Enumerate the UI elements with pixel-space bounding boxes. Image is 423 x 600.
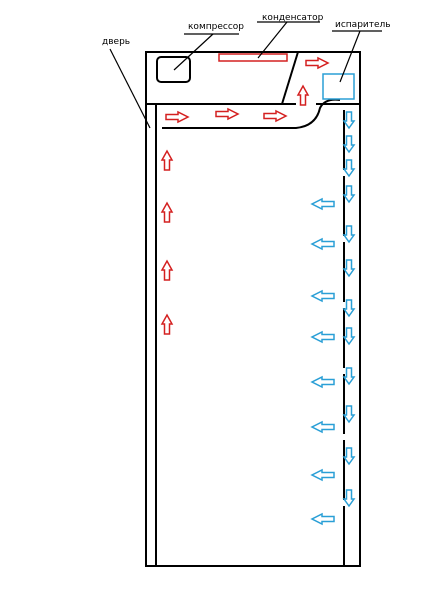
cold-air-down-arrow xyxy=(342,299,356,318)
cold-air-left-arrow xyxy=(310,197,335,211)
cold-air-down-arrow xyxy=(342,225,356,244)
cold-air-down-arrow xyxy=(342,111,356,130)
condenser-label: конденсатор xyxy=(262,13,324,23)
cold-air-left-arrow xyxy=(310,375,335,389)
warm-air-right-arrow xyxy=(165,110,190,124)
cold-air-left-arrow xyxy=(310,512,335,526)
cold-air-down-arrow xyxy=(342,367,356,386)
cold-air-left-arrow xyxy=(310,330,335,344)
cold-air-down-arrow xyxy=(342,135,356,154)
cold-air-left-arrow xyxy=(310,420,335,434)
warm-air-right-arrow xyxy=(215,107,240,121)
air-duct xyxy=(162,98,341,129)
door-label: дверь xyxy=(102,37,131,47)
cold-air-down-arrow xyxy=(342,185,356,204)
evaporator-box xyxy=(322,73,355,100)
warm-air-up-arrow xyxy=(296,84,310,106)
warm-air-up-arrow xyxy=(160,259,174,281)
cold-air-down-arrow xyxy=(342,327,356,346)
cold-air-left-arrow xyxy=(310,289,335,303)
condenser-leader-line xyxy=(257,21,288,59)
cold-air-down-arrow xyxy=(342,405,356,424)
compressor-label: компрессор xyxy=(188,22,244,32)
compressor-leader-line xyxy=(173,33,214,71)
warm-air-up-arrow xyxy=(160,149,174,171)
cold-air-left-arrow xyxy=(310,237,335,251)
warm-air-up-arrow xyxy=(160,201,174,223)
warm-air-up-arrow xyxy=(160,313,174,335)
cold-air-down-arrow xyxy=(342,159,356,178)
evaporator-label: испаритель xyxy=(335,20,391,30)
cold-air-down-arrow xyxy=(342,447,356,466)
cold-air-left-arrow xyxy=(310,468,335,482)
refrigerator-cabinet xyxy=(145,51,361,567)
machine-compartment-wall xyxy=(281,51,299,105)
cold-air-down-arrow xyxy=(342,489,356,508)
cold-air-down-arrow xyxy=(342,259,356,278)
condenser-box xyxy=(218,53,288,62)
evaporator-leader-line xyxy=(339,30,361,83)
door-leader-line xyxy=(109,48,151,129)
warm-air-right-arrow xyxy=(263,109,288,123)
warm-air-right-arrow xyxy=(305,56,330,70)
compressor-box xyxy=(156,56,191,83)
